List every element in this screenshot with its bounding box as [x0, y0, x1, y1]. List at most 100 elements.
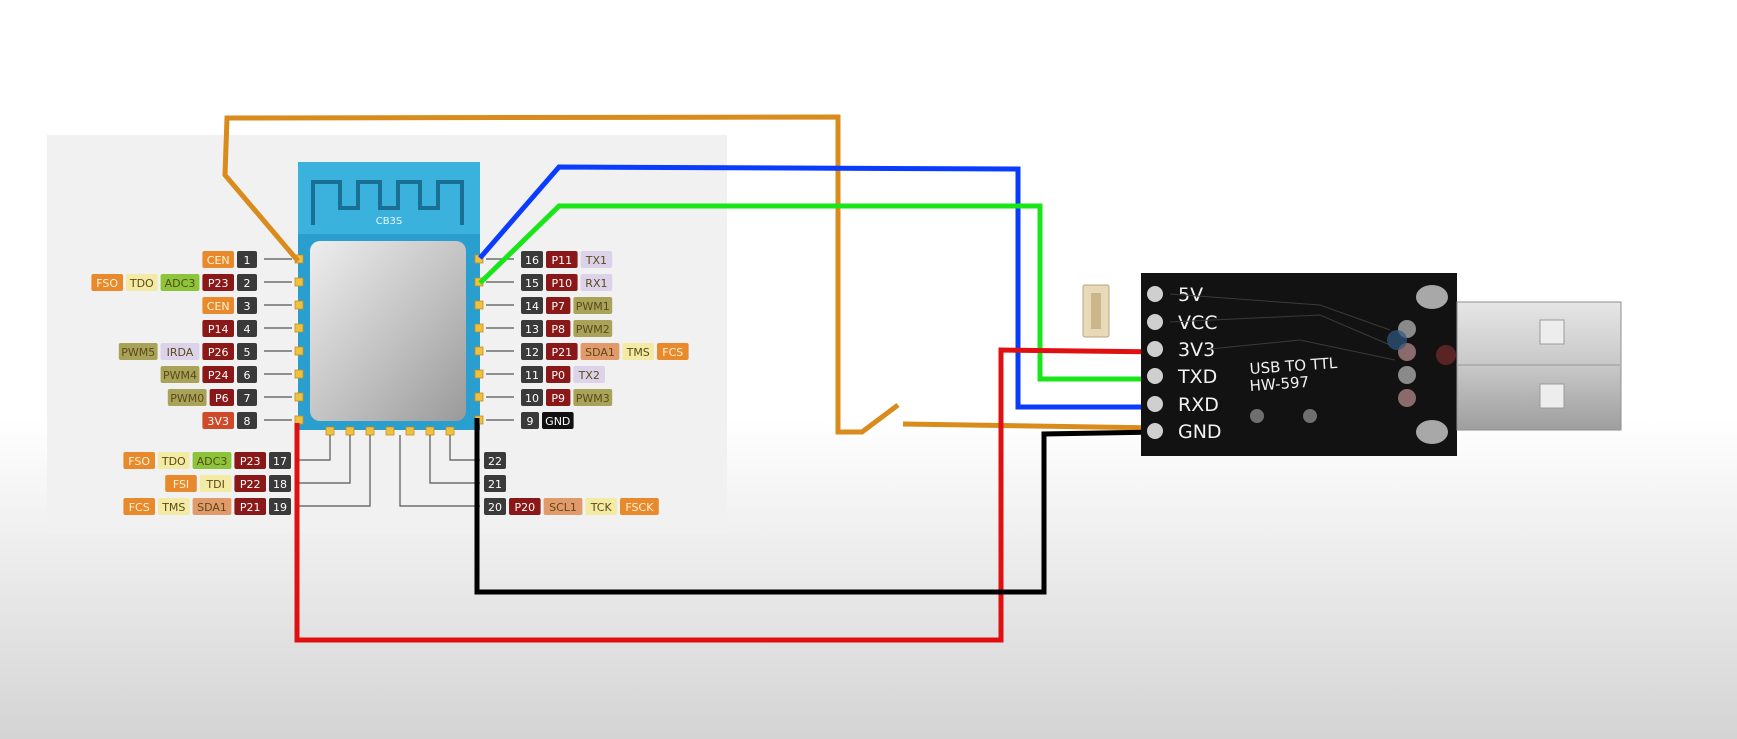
- pin-tag: FCS: [657, 343, 689, 360]
- module-pad: [294, 300, 304, 310]
- pin-tag-bg: [573, 389, 613, 406]
- pad-txd: [1147, 368, 1163, 384]
- pin-tag-text: P14: [208, 323, 229, 336]
- module-pad: [474, 300, 484, 310]
- pin-tag: PWM2: [573, 320, 613, 337]
- pin-tag-bg: [620, 498, 659, 515]
- pad-5v: [1147, 286, 1163, 302]
- pin-tag-bg: [580, 343, 620, 360]
- module-pad: [345, 426, 355, 436]
- pin-tag-text: RX1: [585, 277, 607, 290]
- pin-tag-text: PWM2: [576, 323, 610, 336]
- pin-tag-bg: [202, 297, 234, 314]
- mount-hole-top: [1416, 285, 1448, 309]
- pin-tag-text: P26: [208, 346, 229, 359]
- pin-tag-bg: [546, 274, 578, 291]
- pin-lead: [296, 435, 371, 507]
- pin-number: 22: [488, 455, 502, 468]
- pin-tag-text: FSCK: [625, 501, 654, 514]
- pin-tag: 3V3: [202, 412, 234, 429]
- pin-number: 2: [244, 277, 251, 290]
- pin-lead: [296, 435, 351, 484]
- mount-hole-bottom: [1416, 420, 1448, 444]
- wire-green-txd: [478, 203, 1160, 382]
- module-pad: [474, 392, 484, 402]
- pin-tag-text: P23: [208, 277, 229, 290]
- pin-number: 8: [244, 415, 251, 428]
- pin-number-bg: [237, 366, 257, 383]
- pin-tag-text: SDA1: [585, 346, 615, 359]
- pin-tag-text: SCL1: [549, 501, 577, 514]
- pin-tag: CEN: [202, 251, 234, 268]
- pin-tag-text: P9: [551, 392, 565, 405]
- pin-tag-text: SDA1: [197, 501, 227, 514]
- pin-number: 20: [488, 501, 502, 514]
- jumper-cap: [1091, 293, 1101, 329]
- pin-number-bg: [237, 320, 257, 337]
- pin-tag: IRDA: [160, 343, 200, 360]
- pin-tag: FSO: [91, 274, 123, 291]
- pin-tag-bg: [585, 498, 617, 515]
- module-pad: [405, 426, 415, 436]
- pin-number-bg: [269, 452, 291, 469]
- pin-tag: P23: [202, 274, 234, 291]
- pin-number-bg: [237, 297, 257, 314]
- pin-number-bg: [237, 274, 257, 291]
- module-pad: [294, 369, 304, 379]
- pin-tag-bg: [234, 475, 266, 492]
- module-pad: [294, 277, 304, 287]
- pin-tag: PWM3: [573, 389, 613, 406]
- pin-tag: TMS: [622, 343, 654, 360]
- pin-tag-text: P0: [551, 369, 565, 382]
- module-pad: [294, 415, 304, 425]
- pin-number: 11: [525, 369, 539, 382]
- pin-tag: CEN: [202, 297, 234, 314]
- pin-tag: P8: [546, 320, 571, 337]
- pin-labels: 1CEN2P23ADC3TDOFSO3CEN4P145P26IRDAPWM56P…: [91, 251, 689, 515]
- pin-tag: P24: [202, 366, 234, 383]
- pin-number: 4: [244, 323, 251, 336]
- pin-tag-bg: [202, 320, 234, 337]
- led-red: [1436, 345, 1456, 365]
- pin-tag-bg: [202, 251, 234, 268]
- pin-number-bg: [521, 320, 543, 337]
- module-pad: [294, 392, 304, 402]
- pin-lead: [399, 435, 480, 507]
- module-pad: [294, 346, 304, 356]
- module-pad: [385, 426, 395, 436]
- pin-tag-bg: [202, 366, 234, 383]
- usb-ttl-adapter: 5V VCC 3V3 TXD RXD GND USB TO TTL HW-597: [1082, 273, 1622, 456]
- pin-tag: TX2: [573, 366, 605, 383]
- pin-tag-text: PWM4: [163, 369, 197, 382]
- module-pad: [425, 426, 435, 436]
- pin-tag: P7: [546, 297, 571, 314]
- wire-orange-gnd-side: [902, 421, 1161, 431]
- pin-tag-bg: [573, 320, 613, 337]
- pin-tag-bg: [542, 412, 574, 429]
- pin-tag-text: TCK: [590, 501, 613, 514]
- pin-tag: SDA1: [580, 343, 620, 360]
- pin-tag-text: TMS: [161, 501, 185, 514]
- pin-tag: PWM0: [167, 389, 207, 406]
- board-label-line2: HW-597: [1249, 373, 1310, 395]
- pin-number: 21: [488, 478, 502, 491]
- pin-tag-bg: [91, 274, 123, 291]
- module-pad: [294, 323, 304, 333]
- pin-tag-text: FSI: [173, 478, 189, 491]
- pin-number-bg: [521, 297, 543, 314]
- pin-number: 14: [525, 300, 539, 313]
- pad-3v3: [1147, 341, 1163, 357]
- module-antenna-area: [298, 162, 480, 234]
- pin-tag: P9: [546, 389, 571, 406]
- pin-tag-text: P8: [551, 323, 565, 336]
- pin-tag-text: P21: [551, 346, 572, 359]
- antenna-trace: [311, 180, 464, 225]
- rf-shield: [310, 241, 466, 421]
- pin-number: 12: [525, 346, 539, 359]
- pin-tag: TCK: [585, 498, 617, 515]
- pin-tag-bg: [546, 297, 571, 314]
- pin-tag: GND: [542, 412, 574, 429]
- pin-number-bg: [521, 274, 543, 291]
- pin-tag: FSI: [165, 475, 197, 492]
